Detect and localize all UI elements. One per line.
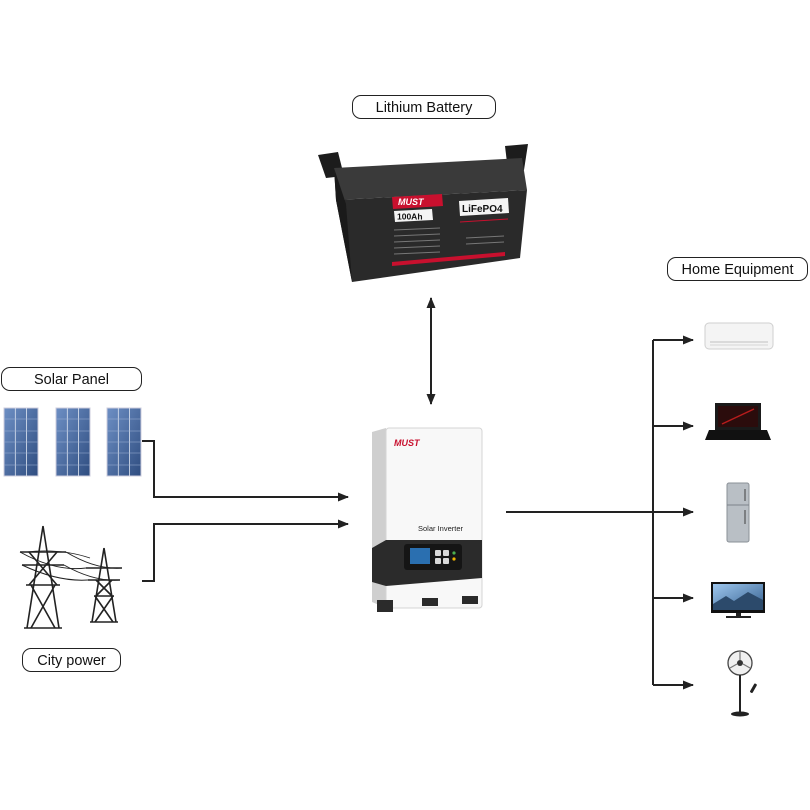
battery-capacity: 100Ah bbox=[397, 212, 423, 222]
battery-chemistry: LiFePO4 bbox=[462, 204, 503, 215]
laptop-icon bbox=[705, 403, 771, 440]
solar-panel-label: Solar Panel bbox=[1, 367, 142, 391]
refrigerator-icon bbox=[726, 482, 750, 543]
television-icon bbox=[711, 582, 765, 618]
battery-brand: MUST bbox=[398, 197, 425, 207]
air-conditioner-icon bbox=[704, 322, 774, 350]
city-power-label: City power bbox=[22, 648, 121, 672]
fan-icon bbox=[727, 650, 757, 717]
lithium-battery-icon: MUST 100Ah LiFePO4 bbox=[318, 144, 528, 282]
home-equipment-label: Home Equipment bbox=[667, 257, 808, 281]
power-tower-icon bbox=[19, 525, 123, 629]
solar-inverter-arrow bbox=[142, 440, 349, 502]
inverter-model: Solar Inverter bbox=[418, 524, 464, 533]
grid-inverter-arrow bbox=[142, 519, 349, 582]
connector-lines bbox=[142, 297, 694, 690]
inverter-brand: MUST bbox=[394, 438, 421, 448]
battery-label: Lithium Battery bbox=[352, 95, 496, 119]
solar-inverter-icon: MUST Solar Inverter bbox=[372, 427, 483, 612]
solar-panel-icon bbox=[3, 407, 142, 477]
